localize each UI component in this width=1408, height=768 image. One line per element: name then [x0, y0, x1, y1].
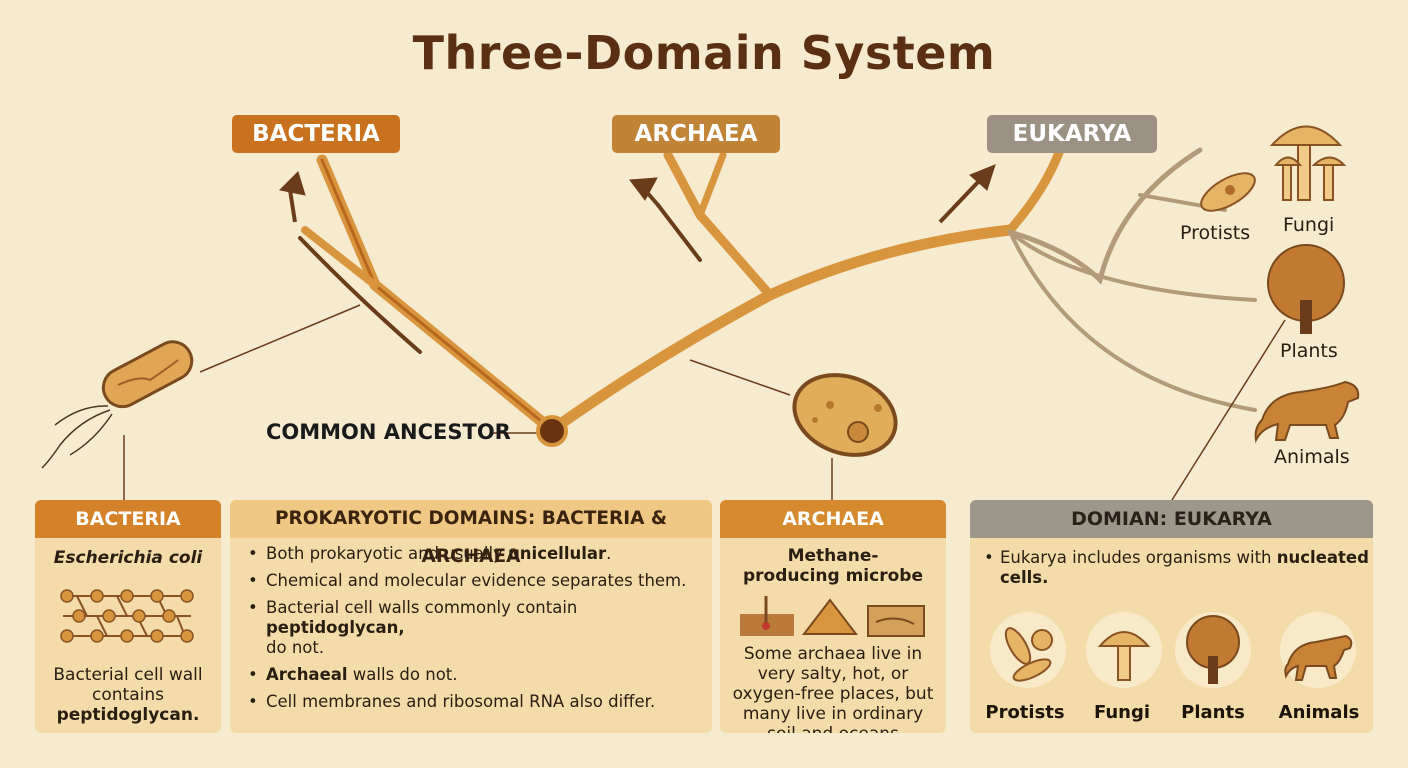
peptidoglycan-icon — [60, 589, 194, 643]
branch-archaea-dark — [656, 203, 702, 262]
prokaryotic-panel: PROKARYOTIC DOMAINS: BACTERIA & ARCHAEA … — [230, 500, 712, 733]
animals-icon — [1280, 612, 1356, 688]
bacteria-caption-line2: contains — [92, 685, 164, 705]
branch-bacteria-dark — [298, 236, 422, 354]
archaea-example: Methane-producing microbe — [743, 546, 923, 586]
common-ancestor-node — [536, 415, 568, 447]
fungi-icon — [1269, 125, 1347, 201]
protist-icon — [1200, 172, 1256, 212]
prokaryotic-bullet-list: Both prokaryotic and usually unicellular… — [246, 544, 706, 719]
bacterium-icon — [41, 340, 194, 469]
prokaryotic-panel-header: PROKARYOTIC DOMAINS: BACTERIA & ARCHAEA — [230, 500, 712, 567]
tree-label-plants: Plants — [1280, 340, 1338, 362]
bacteria-panel-header: BACTERIA — [35, 500, 221, 538]
branch-animals — [1008, 230, 1257, 412]
branch-archaea — [663, 150, 775, 300]
archaea-panel-header: ARCHAEA — [720, 500, 946, 538]
bacteria-domain-tag: BACTERIA — [232, 115, 400, 153]
bullet-evidence: Chemical and molecular evidence separate… — [246, 571, 706, 591]
eukarya-description: •Eukarya includes organisms with nucleat… — [984, 548, 1369, 587]
bacteria-panel: BACTERIA Escherichia coli Bacterial cell… — [35, 500, 221, 733]
branch-protists — [1007, 147, 1203, 285]
habitat-icons — [740, 596, 925, 637]
animal-icon — [1254, 380, 1360, 444]
plants-icon — [1175, 612, 1251, 688]
bullet-peptidoglycan: Bacterial cell walls commonly contain pe… — [246, 598, 706, 658]
eukarya-group-fungi: Fungi — [1093, 702, 1151, 723]
eukarya-domain-tag: EUKARYA — [987, 115, 1157, 153]
branch-bacteria-side — [301, 226, 379, 289]
archaea-caption: Some archaea live in very salty, hot, or… — [732, 644, 934, 733]
branch-archaea-2 — [696, 151, 727, 219]
branch-eukarya — [1005, 145, 1065, 235]
branch-main — [546, 224, 1016, 436]
bacteria-example: Escherichia coli — [53, 548, 203, 568]
archaea-panel: ARCHAEA Methane-producing microbe Some a… — [720, 500, 946, 733]
bacteria-caption-line3: peptidoglycan. — [56, 705, 200, 725]
eukarya-group-plants: Plants — [1181, 702, 1245, 723]
bullet-unicellular: Both prokaryotic and usually unicellular… — [246, 544, 706, 564]
fungi-icon — [1086, 612, 1162, 688]
common-ancestor-label: COMMON ANCESTOR — [266, 420, 511, 444]
bullet-membranes: Cell membranes and ribosomal RNA also di… — [246, 692, 706, 712]
archaea-domain-tag: ARCHAEA — [612, 115, 780, 153]
protists-icon — [990, 612, 1066, 688]
tree-label-fungi: Fungi — [1283, 214, 1335, 236]
tree-label-protists: Protists — [1180, 222, 1251, 244]
page-title: Three-Domain System — [412, 26, 996, 80]
eukarya-group-animals: Animals — [1278, 702, 1360, 723]
branch-plants — [1008, 230, 1257, 302]
plant-tree-icon — [1267, 244, 1345, 334]
bacteria-caption-line1: Bacterial cell wall — [53, 665, 203, 685]
tree-label-animals: Animals — [1274, 446, 1350, 468]
bullet-archaeal-walls: Archaeal walls do not. — [246, 665, 706, 685]
eukarya-panel-header: DOMIAN: EUKARYA — [970, 500, 1373, 538]
archaeon-icon — [792, 373, 898, 457]
eukarya-group-protists: Protists — [985, 702, 1065, 723]
